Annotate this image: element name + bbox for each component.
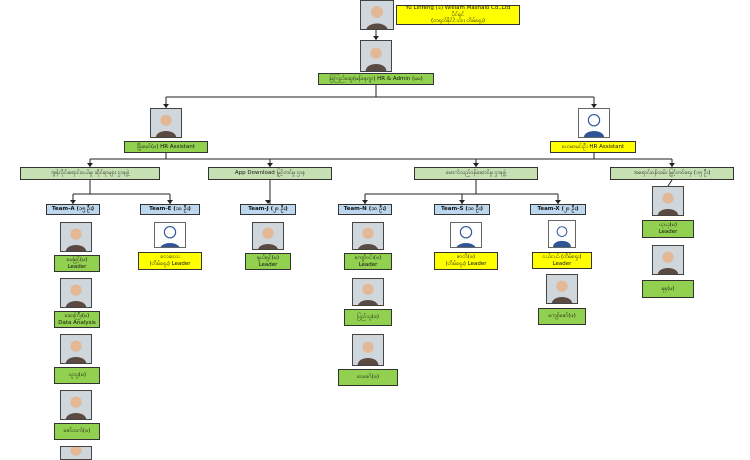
team-a-member-3: သူသူ(မ)	[54, 367, 100, 384]
department-app-download: App Download မြှင့်တင်မှု ဌာန	[208, 167, 332, 180]
team-n-member-3: ဝေဇော်(ဖ)	[338, 369, 398, 386]
team-x-arrow	[555, 200, 561, 204]
team-x-member-2: ကျော်ဇော်(ဖ)	[538, 308, 586, 325]
department-customer-service: ဖောက်သည်ဝန်ဆောင်မှု ဌာနဖွဲ့	[414, 167, 538, 180]
hr-admin-box: မြကြည်ဆွေ(မန်နေဂျာ) HR & Admin (မမ)	[318, 73, 434, 85]
owner-company: Yu Linfeng (ခ) William Mashalo Co.,Ltd ပ…	[405, 4, 511, 18]
team-s-label: Team-S (၁၀ ဦး)	[434, 204, 490, 215]
team-a-member-5-photo	[60, 446, 92, 460]
team-a-member-2: ဆေးကြီး(မ)Data Analysis	[54, 311, 100, 328]
team-x-member-2-photo	[546, 274, 578, 304]
team-n-member-2: ပြည်သူ(ဖ)	[344, 309, 392, 326]
owner-box: Yu Linfeng (ခ) William Mashalo Co.,Ltd ပ…	[396, 5, 520, 25]
promotion-member-1: ယုယု(မ)Leader	[642, 220, 694, 238]
promotion-member-2: နုနု(မ)	[642, 280, 694, 298]
team-a-arrow	[70, 200, 76, 204]
team-a-member-4: ဇော်ထက်(ဖ)	[54, 423, 100, 440]
team-a-member-2-photo	[60, 278, 92, 308]
team-a-member-1: မေမြင့်(မ)Leader	[54, 255, 100, 272]
assistant-1-photo	[150, 108, 182, 138]
sales-promotion-stem	[667, 179, 673, 187]
team-e-arrow	[167, 200, 173, 204]
team-s-leader: ဇာတိ(ဖ)(တိမ်ရှေး) Leader	[434, 252, 498, 270]
hr-admin-photo	[360, 40, 392, 72]
team-n-member-1: ကျော်ဝင်း(ဖ)Leader	[344, 253, 392, 270]
assistant-2-box: ဟေမာမင်းဦး HR Assistant	[550, 141, 636, 153]
team-x-label: Team-X (၂၀ ဦး)	[530, 204, 586, 215]
department-arrow-online-sales	[87, 163, 93, 167]
team-n-member-2-photo	[352, 278, 384, 306]
assistant-1-box: ဖြိုးမော်(မ) HR Assistant	[124, 141, 208, 153]
team-a-member-1-photo	[60, 222, 92, 252]
team-j-leader: ရှယ်ရှင်(မ)Leader	[245, 253, 291, 270]
team-a-member-4-photo	[60, 390, 92, 420]
team-n-arrow	[362, 200, 368, 204]
team-n-member-3-photo	[352, 334, 384, 366]
owner-photo	[360, 0, 394, 30]
team-j-label: Team-J (၂၀ ဦး)	[240, 204, 296, 215]
assistant-2-avatar-icon	[578, 108, 610, 138]
team-e-label: Team-E (၁၀ ဦး)	[140, 204, 200, 215]
team-e-avatar-icon	[154, 222, 186, 248]
department-arrow-customer-service	[473, 163, 479, 167]
team-j-arrow	[265, 200, 271, 204]
team-n-label: Team-N (၁၀ ဦး)	[338, 204, 392, 215]
assistant-2-arrow	[591, 104, 597, 108]
hr-admin-arrow	[373, 36, 379, 40]
promotion-member-1-photo	[652, 186, 684, 216]
assistant-1-arrow	[163, 104, 169, 108]
team-x-avatar-icon	[548, 220, 576, 248]
department-arrow-sales-promotion	[669, 163, 675, 167]
team-n-member-1-photo	[352, 222, 384, 250]
department-online-sales: အွန်လိုင်းရောင်းဝယ်မှု ဆိုင်ရာများ ဌာနဖွ…	[20, 167, 160, 180]
owner-role: (တရုတ်နိုင်ငံသား တိမ်ရှေး)	[431, 18, 485, 25]
department-sales-promotion: အရောင်းဝန်ထမ်း မြှင့်တင်ရေး (၁၅ ဦး)	[610, 167, 734, 180]
team-a-member-3-photo	[60, 334, 92, 364]
team-e-leader: လေးလေး(တိမ်ရှေး) Leader	[138, 252, 202, 270]
department-arrow-app-download	[267, 163, 273, 167]
team-s-arrow	[459, 200, 465, 204]
team-a-label: Team-A (၁၅ ဦး)	[46, 204, 100, 215]
team-x-leader: ငယ်ငယ် (တိမ်ရှေး)Leader	[532, 252, 592, 269]
team-j-leader-photo	[252, 222, 284, 250]
team-s-avatar-icon	[450, 222, 482, 248]
promotion-member-2-photo	[652, 245, 684, 275]
